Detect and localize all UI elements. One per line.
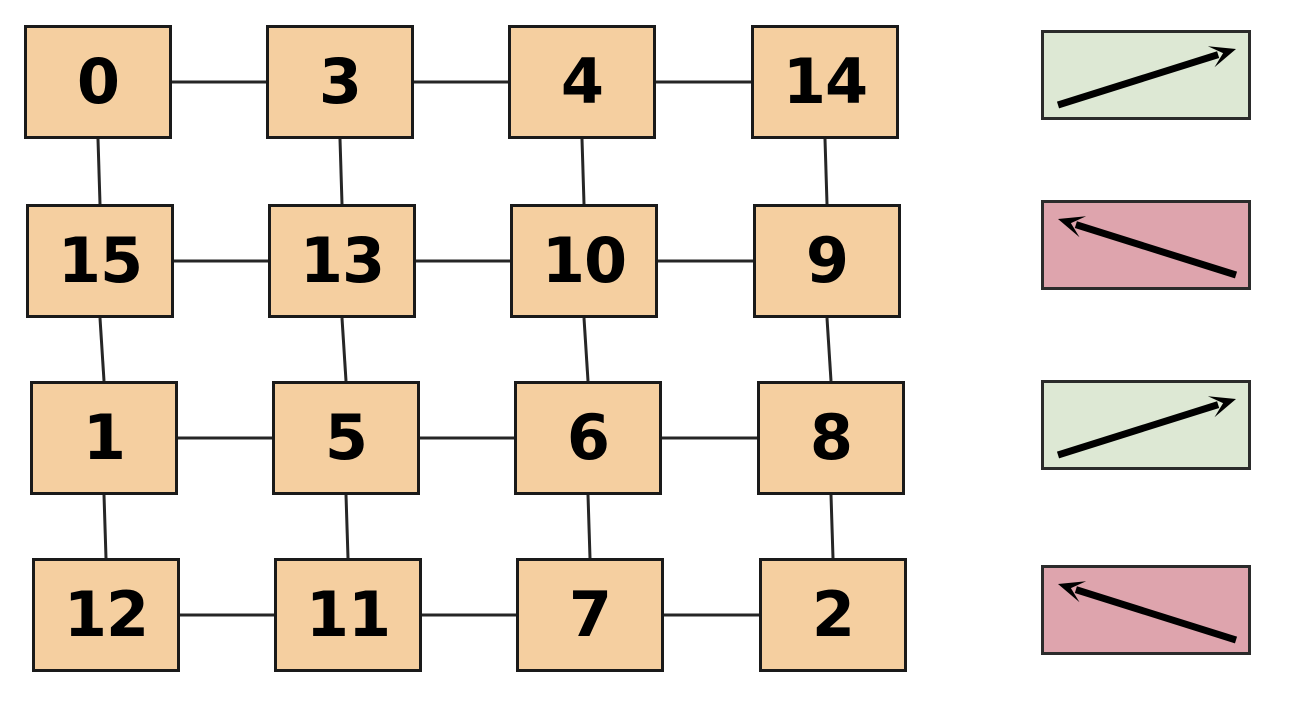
grid-node-11[interactable]: 11 xyxy=(274,558,422,672)
grid-node-label: 1 xyxy=(82,401,126,474)
grid-node-label: 9 xyxy=(805,224,849,297)
arrow-head xyxy=(1207,396,1236,418)
grid-node-label: 8 xyxy=(809,401,853,474)
graph-edge xyxy=(580,138,586,205)
grid-node-7[interactable]: 7 xyxy=(516,558,664,672)
grid-node-label: 12 xyxy=(63,578,149,651)
arrow-shaft xyxy=(1074,221,1238,279)
arrow-shaft xyxy=(1056,51,1220,109)
graph-edge xyxy=(98,317,106,382)
grid-node-label: 10 xyxy=(541,224,627,297)
grid-node-0[interactable]: 0 xyxy=(24,25,172,139)
graph-edge xyxy=(96,138,102,205)
grid-node-14[interactable]: 14 xyxy=(751,25,899,139)
grid-node-label: 2 xyxy=(811,578,855,651)
grid-node-label: 15 xyxy=(57,224,143,297)
arrow-head xyxy=(1058,216,1087,238)
arrow-shaft xyxy=(1056,401,1220,459)
grid-node-label: 14 xyxy=(782,45,868,118)
graph-edge xyxy=(582,317,590,382)
arrow-up-right-green-icon xyxy=(1056,396,1236,459)
grid-node-label: 6 xyxy=(566,401,610,474)
graph-edge xyxy=(586,494,592,559)
grid-node-label: 5 xyxy=(324,401,368,474)
grid-node-12[interactable]: 12 xyxy=(32,558,180,672)
arrow-up-right-green-icon xyxy=(1056,46,1236,109)
legend-panel xyxy=(1041,0,1296,702)
grid-node-13[interactable]: 13 xyxy=(268,204,416,318)
grid-node-6[interactable]: 6 xyxy=(514,381,662,495)
grid-node-5[interactable]: 5 xyxy=(272,381,420,495)
grid-node-label: 13 xyxy=(299,224,385,297)
arrow-shaft xyxy=(1074,586,1238,644)
arrow-up-left-pink-icon xyxy=(1058,216,1238,279)
grid-node-3[interactable]: 3 xyxy=(266,25,414,139)
grid-node-2[interactable]: 2 xyxy=(759,558,907,672)
grid-node-9[interactable]: 9 xyxy=(753,204,901,318)
arrow-head xyxy=(1058,581,1087,603)
grid-node-label: 0 xyxy=(76,45,120,118)
arrow-up-left-pink-icon xyxy=(1058,581,1238,644)
grid-node-label: 3 xyxy=(318,45,362,118)
grid-node-8[interactable]: 8 xyxy=(757,381,905,495)
legend-swatch-arrow-up-left-pink[interactable] xyxy=(1041,200,1251,290)
grid-node-label: 11 xyxy=(305,578,391,651)
grid-node-label: 7 xyxy=(568,578,612,651)
graph-edge xyxy=(102,494,108,559)
graph-edge xyxy=(340,317,348,382)
legend-swatch-arrow-up-right-green[interactable] xyxy=(1041,380,1251,470)
grid-node-1[interactable]: 1 xyxy=(30,381,178,495)
graph-edge xyxy=(825,317,833,382)
legend-swatch-arrow-up-right-green[interactable] xyxy=(1041,30,1251,120)
grid-node-4[interactable]: 4 xyxy=(508,25,656,139)
grid-node-label: 4 xyxy=(560,45,604,118)
graph-edge xyxy=(338,138,344,205)
arrow-head xyxy=(1207,46,1236,68)
graph-edge xyxy=(829,494,835,559)
legend-swatch-arrow-up-left-pink[interactable] xyxy=(1041,565,1251,655)
grid-node-15[interactable]: 15 xyxy=(26,204,174,318)
grid-node-10[interactable]: 10 xyxy=(510,204,658,318)
graph-edge xyxy=(823,138,829,205)
graph-edge xyxy=(344,494,350,559)
